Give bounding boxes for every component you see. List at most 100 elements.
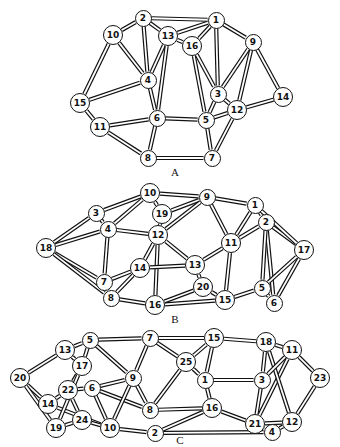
bond-line (66, 423, 73, 425)
vertex-number: 8 (108, 294, 114, 303)
vertex-number: 10 (107, 31, 120, 40)
vertex-circle: 22 (58, 380, 78, 400)
vertex-circle: 23 (310, 368, 330, 388)
bond-line (257, 49, 278, 88)
vertex-circle: 11 (282, 340, 302, 360)
vertex-number: 1 (213, 16, 219, 25)
vertex-number: 13 (162, 32, 175, 41)
vertex-number: 17 (76, 362, 89, 371)
vertex-number: 2 (152, 429, 158, 438)
vertex-number: 13 (59, 346, 72, 355)
vertex-number: 5 (87, 336, 93, 345)
vertex-circle: 9 (245, 34, 262, 51)
vertex-circle: 12 (282, 412, 302, 432)
vertex-number: 23 (314, 374, 327, 383)
vertex-number: 12 (152, 231, 165, 240)
vertex-circle: 13 (185, 255, 205, 275)
bond-line (55, 253, 97, 278)
vertex-circle: 10 (100, 418, 120, 438)
vertex-circle: 1 (247, 197, 264, 214)
bond-line (214, 113, 227, 117)
vertex-number: 24 (76, 416, 89, 425)
panel-label: B (171, 314, 178, 325)
vertex-number: 12 (231, 106, 244, 115)
vertex-circle: 18 (36, 238, 56, 258)
vertex-number: 14 (42, 400, 55, 409)
bond-line (299, 357, 313, 371)
vertex-circle: 6 (84, 380, 101, 397)
bond-line (221, 411, 245, 420)
vertex-circle: 24 (72, 410, 92, 430)
vertex-circle: 1 (208, 12, 225, 29)
vertex-circle: 6 (149, 110, 166, 127)
vertex-circle: 5 (254, 280, 271, 297)
vertex-number: 7 (101, 278, 107, 287)
vertex-circle: 13 (55, 340, 75, 360)
vertex-number: 16 (186, 42, 199, 51)
vertex-number: 18 (260, 338, 273, 347)
bond-line (78, 388, 84, 389)
vertex-number: 3 (259, 376, 265, 385)
vertex-circle: 7 (142, 330, 159, 347)
vertex-number: 1 (202, 376, 208, 385)
bond-line (163, 412, 203, 430)
bond-line (239, 50, 251, 100)
bond-line (159, 338, 205, 339)
bond-line (122, 22, 136, 30)
vertex-number: 9 (130, 374, 136, 383)
bond-line (165, 118, 197, 119)
bond-line (211, 205, 226, 235)
vertex-circle: 3 (254, 372, 271, 389)
bond-line (194, 56, 205, 112)
bond-line (150, 266, 185, 268)
bond-line (199, 26, 210, 38)
vertex-circle: 16 (202, 398, 222, 418)
bond-line (72, 399, 78, 411)
vertex-number: 1 (252, 201, 258, 210)
bond-line (164, 291, 193, 302)
vertex-number: 7 (147, 334, 153, 343)
vertex-number: 6 (271, 299, 277, 308)
vertex-number: 12 (286, 418, 299, 427)
vertex-number: 4 (269, 428, 275, 437)
vertex-number: 11 (94, 123, 107, 132)
bond-line (193, 369, 199, 374)
bond-line (98, 338, 141, 339)
vertex-circle: 25 (176, 352, 196, 372)
bond-line (144, 26, 148, 71)
vertex-number: 7 (209, 154, 215, 163)
vertex-number: 15 (208, 334, 221, 343)
bond-line (119, 43, 143, 73)
bond-line (74, 343, 82, 346)
vertex-circle: 8 (103, 290, 120, 307)
vertex-number: 8 (145, 154, 151, 163)
vertex-number: 8 (147, 406, 153, 415)
vertex-number: 21 (249, 420, 262, 429)
vertex-circle: 20 (193, 277, 213, 297)
bond-line (268, 257, 296, 283)
bond-line (263, 352, 265, 372)
vertex-number: 14 (277, 93, 290, 102)
bond-line (223, 24, 245, 37)
bond-line (136, 346, 146, 370)
vertex-circle: 4 (100, 221, 117, 238)
vertex-number: 17 (298, 246, 311, 255)
vertex-circle: 2 (258, 214, 275, 231)
vertex-number: 22 (62, 386, 75, 395)
vertex-number: 18 (40, 244, 53, 253)
bond-line (215, 198, 246, 203)
vertex-circle: 12 (227, 100, 247, 120)
vertex-circle: 7 (96, 274, 113, 291)
vertex-circle: 17 (72, 356, 92, 376)
vertex-circle: 5 (198, 112, 215, 129)
bond-line (155, 370, 180, 403)
vertex-circle: 13 (158, 26, 178, 46)
bond-line (151, 18, 207, 20)
bond-line (85, 348, 88, 356)
bond-line (84, 44, 108, 94)
vertex-number: 4 (105, 225, 111, 234)
vertex-circle: 10 (140, 183, 160, 203)
bond-line (216, 28, 218, 85)
vertex-circle: 19 (152, 204, 172, 224)
